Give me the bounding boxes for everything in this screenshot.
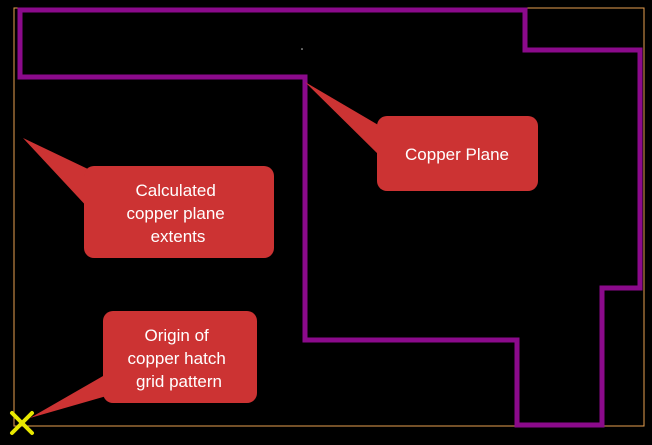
copper-plane-callout: Copper Plane xyxy=(305,82,538,191)
callout-box xyxy=(84,166,274,258)
copper-plane-outline xyxy=(17,7,643,428)
origin-callout: Origin of copper hatch grid pattern xyxy=(30,311,257,418)
callout-pointer xyxy=(23,138,90,210)
svg-text:Calculated copper plane: Calculated copper plane extents xyxy=(126,181,229,246)
callout-pointer xyxy=(30,372,110,418)
callout-line: copper plane xyxy=(126,204,224,223)
callout-line: Copper Plane xyxy=(405,145,509,164)
callout-line: Origin of xyxy=(145,326,210,345)
svg-text:Origin of copper hatch: Origin of copper hatch grid pattern xyxy=(127,326,230,391)
callout-box xyxy=(103,311,257,403)
callout-pointer xyxy=(305,82,382,158)
callout-line: copper hatch xyxy=(127,349,225,368)
callout-line: Calculated xyxy=(135,181,215,200)
callout-box xyxy=(377,116,538,191)
svg-text:Copper Plane: Copper Plane xyxy=(405,145,509,164)
extents-callout: Calculated copper plane extents xyxy=(23,138,274,258)
callout-line: extents xyxy=(151,227,206,246)
marker-dot xyxy=(301,48,303,50)
x-cross-icon xyxy=(10,411,34,435)
callout-line: grid pattern xyxy=(136,372,222,391)
